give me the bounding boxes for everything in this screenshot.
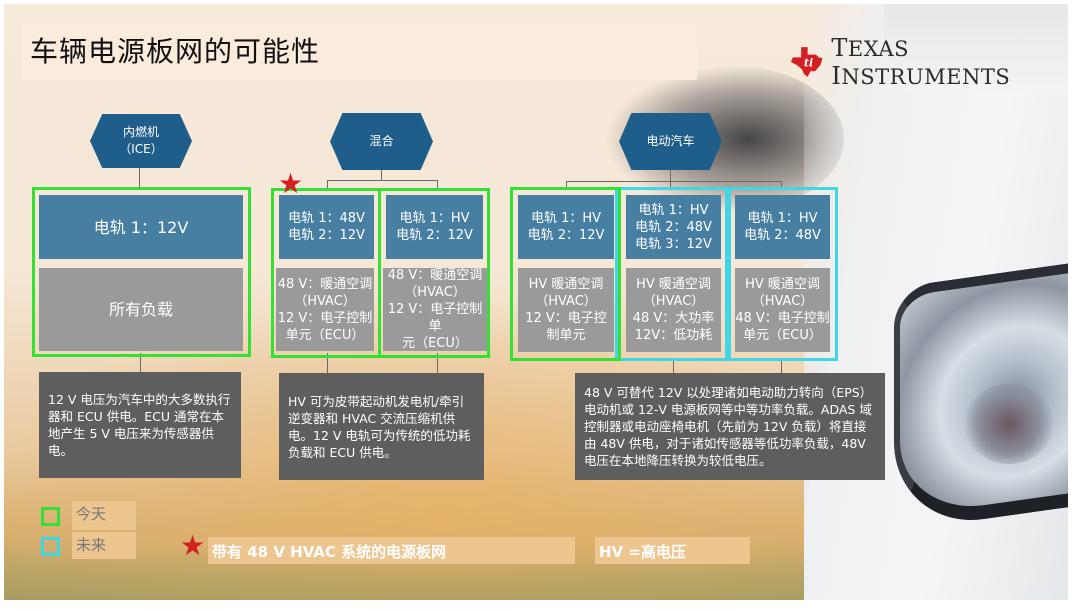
car-headlight-lens	[964, 384, 1054, 464]
category-ev: 电动汽车	[619, 113, 722, 170]
connector	[566, 181, 781, 182]
rail-box-ev-hv48: 电轨 1：HV 电轨 2：48V	[735, 195, 830, 259]
load-box-ev-hv12: HV 暖通空调 （HVAC） 12 V：电子控 制单元	[518, 268, 614, 352]
connector	[327, 180, 437, 181]
frame-today-ev	[510, 187, 621, 361]
rail-box-ev-3rail: 电轨 1：HV 电轨 2：48V 电轨 3：12V	[626, 195, 721, 259]
connector	[437, 353, 438, 373]
load-box-hybrid-48v: 48 V：暖通空调 （HVAC） 12 V：电子控制 单元（ECU）	[276, 268, 374, 351]
legend-future-swatch	[41, 537, 60, 556]
category-ice-line2: （ICE）	[119, 142, 163, 156]
rail-box-ice: 电轨 1：12V	[39, 195, 243, 259]
connector	[437, 180, 438, 190]
legend-future-label: 未来	[72, 532, 136, 559]
description-ev: 48 V 可替代 12V 以处理诸如电动助力转向（EPS）电动机或 12-V 电…	[575, 373, 885, 480]
frame-future-ev-3rail	[615, 187, 731, 361]
connector	[327, 353, 328, 373]
connector	[673, 358, 674, 374]
page-title: 车辆电源板网的可能性	[30, 35, 321, 68]
frame-today-hybrid-hv	[378, 188, 490, 358]
hv-note: HV =高电压	[595, 537, 750, 564]
connector	[670, 170, 671, 182]
connector	[670, 181, 671, 190]
star-note: 带有 48 V HVAC 系统的电源板网	[208, 537, 575, 564]
connector	[140, 353, 141, 373]
svg-text:ti: ti	[804, 57, 813, 70]
connector	[781, 181, 782, 190]
rail-box-hybrid-48v: 电轨 1：48V 电轨 2：12V	[279, 195, 374, 259]
car-mirror	[884, 4, 1068, 94]
load-box-hybrid-hv: 48 V：暖通空调 （HVAC） 12 V：电子控制单 元（ECU）	[383, 268, 487, 351]
star-icon: ★	[278, 167, 304, 200]
load-box-ev-3rail: HV 暖通空调 （HVAC） 48 V：大功率 12V：低功耗	[626, 268, 721, 352]
frame-future-ev-hv48	[725, 187, 838, 361]
rail-box-ev-hv12: 电轨 1：HV 电轨 2：12V	[518, 195, 614, 259]
title-bar: 车辆电源板网的可能性	[22, 24, 697, 80]
category-ice-line1: 内燃机	[122, 125, 159, 139]
frame-today-ice	[32, 187, 251, 357]
connector	[381, 170, 382, 180]
connector	[327, 180, 328, 190]
description-hybrid: HV 可为皮带起动机发电机/牵引逆变器和 HVAC 交流压缩机供电。12 V 电…	[279, 373, 484, 480]
load-box-ice: 所有负载	[39, 268, 243, 351]
legend-today-swatch	[41, 507, 60, 526]
ti-state-icon: ti	[790, 47, 823, 77]
ti-wordmark: TEXAS INSTRUMENTS	[831, 34, 1011, 90]
connector	[566, 181, 567, 190]
connector	[781, 358, 782, 374]
legend-today-label: 今天	[72, 501, 136, 530]
ti-logo: ti TEXAS INSTRUMENTS	[790, 34, 1076, 90]
star-legend-icon: ★	[180, 529, 206, 562]
rail-box-hybrid-hv: 电轨 1：HV 电轨 2：12V	[386, 195, 483, 259]
category-ice: 内燃机 （ICE）	[90, 114, 192, 168]
description-ice: 12 V 电压为汽车中的大多数执行器和 ECU 供电。ECU 通常在本地产生 5…	[39, 372, 241, 478]
load-box-ev-hv48: HV 暖通空调 （HVAC） 48 V：电子控制 单元（ECU）	[735, 268, 830, 352]
connector	[139, 168, 140, 188]
category-hybrid: 混合	[330, 113, 433, 170]
